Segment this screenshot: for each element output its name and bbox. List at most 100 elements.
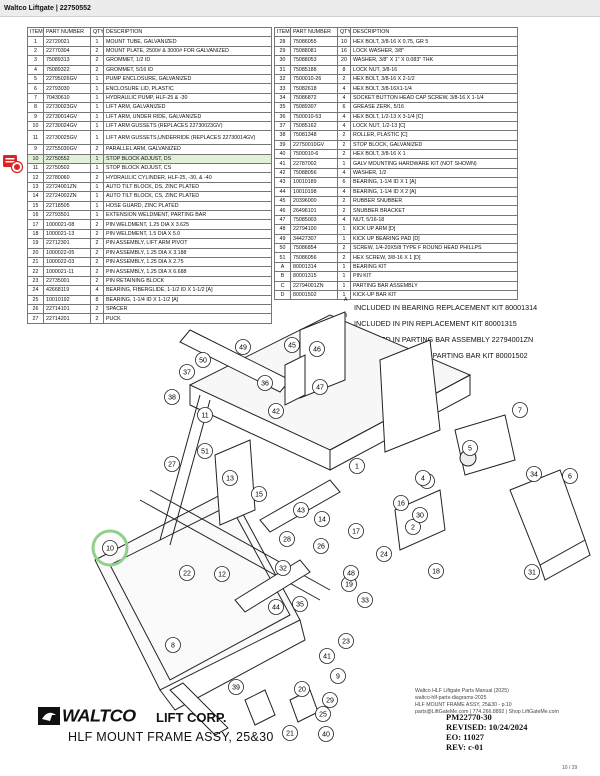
- note-text: INCLUDED IN KICK UP PARTING BAR KIT 8000…: [354, 351, 528, 360]
- callout-number: 28: [283, 537, 291, 544]
- cell-desc: LIFT ARM GUSSETS (REPLACES 22730023GV): [103, 120, 272, 132]
- callout-number: 41: [323, 654, 331, 661]
- callout-number: 49: [239, 345, 247, 352]
- callout-balloon: 8: [165, 637, 181, 653]
- note-key: B: [344, 313, 348, 319]
- callout-number: 5: [468, 446, 472, 453]
- callout-number: 6: [568, 474, 572, 481]
- callout-number: 22: [183, 571, 191, 578]
- callout-balloon: 49: [235, 339, 251, 355]
- note-text: INCLUDED IN PIN REPLACEMENT KIT 80001315: [354, 319, 517, 328]
- callout-number: 51: [201, 449, 209, 456]
- callout-balloon: 50: [195, 352, 211, 368]
- callout-number: 8: [171, 643, 175, 650]
- callout-balloon: 14: [314, 511, 330, 527]
- callout-number: 29: [326, 698, 334, 705]
- callout-number: 10: [106, 546, 114, 553]
- callout-balloon: 31: [524, 564, 540, 580]
- callout-balloon: 7: [512, 402, 528, 418]
- callout-number: 46: [313, 347, 321, 354]
- callout-number: 34: [530, 472, 538, 479]
- callout-number: 7: [518, 408, 522, 415]
- callout-number: 36: [261, 381, 269, 388]
- callout-number: 2: [411, 525, 415, 532]
- callout-balloon: 20: [294, 681, 310, 697]
- cell-desc: PUCK: [103, 313, 272, 324]
- callout-number: 45: [288, 343, 296, 350]
- callout-number: 14: [318, 517, 326, 524]
- callout-balloon: 30: [412, 507, 428, 523]
- callout-number: 16: [397, 501, 405, 508]
- assembly-title: HLF MOUNT FRAME ASSY, 25&30: [68, 730, 274, 744]
- callout-number: 9: [336, 674, 340, 681]
- callout-balloon: 28: [279, 531, 295, 547]
- callout-balloon: 47: [312, 379, 328, 395]
- callout-number: 20: [298, 687, 306, 694]
- callout-number: 31: [528, 570, 536, 577]
- footer-contact[interactable]: parts@LiftGateMe.com | 774.266.8892 | Sh…: [415, 709, 559, 715]
- callout-number: 12: [218, 572, 226, 579]
- rev-code: REV: c-01: [446, 742, 484, 752]
- page-header: Waltco Liftgate | 22750552: [0, 0, 600, 17]
- red-parts-icon: [3, 155, 24, 174]
- callout-balloon: 42: [268, 403, 284, 419]
- callout-balloon: 5: [462, 440, 478, 456]
- callout-balloon: 21: [282, 725, 298, 741]
- callout-number: 43: [297, 508, 305, 515]
- note-text: INCLUDED IN BEARING REPLACEMENT KIT 8000…: [354, 303, 538, 312]
- callout-balloon: 37: [179, 364, 195, 380]
- callout-number: 44: [272, 605, 280, 612]
- callout-number: 40: [322, 732, 330, 739]
- callout-number: 25: [319, 712, 327, 719]
- doc-revision-info: PM22770-30 REVISED: 10/24/2024 EO: 11027…: [446, 712, 527, 752]
- callout-number: 33: [361, 598, 369, 605]
- callout-balloon: 24: [376, 546, 392, 562]
- callout-number: 47: [316, 385, 324, 392]
- callout-balloon: 16: [393, 495, 409, 511]
- footer-line: HLF MOUNT FRAME ASSY, 25&30 - p.10: [415, 702, 512, 708]
- callout-number: 50: [199, 358, 207, 365]
- callout-number: 32: [279, 566, 287, 573]
- callout-balloon: 43: [293, 502, 309, 518]
- callout-balloon: 32: [275, 560, 291, 576]
- callout-number: 39: [232, 685, 240, 692]
- callout-number: 35: [296, 602, 304, 609]
- callout-number: 17: [352, 529, 360, 536]
- callout-labels: 1234567891011121314151617181920212223242…: [91, 337, 578, 742]
- callout-number: 18: [432, 569, 440, 576]
- callout-number: 15: [255, 492, 263, 499]
- callout-balloon: 15: [251, 486, 267, 502]
- callout-balloon: 33: [357, 592, 373, 608]
- callout-balloon: 46: [309, 341, 325, 357]
- callout-number: 23: [342, 639, 350, 646]
- callout-number: 37: [183, 370, 191, 377]
- callout-number: 19: [345, 582, 353, 589]
- callout-balloon: 34: [526, 466, 542, 482]
- callout-balloon: 25: [315, 706, 331, 722]
- footer-info: Waltco HLF Liftgate Parts Manual (2025) …: [415, 688, 559, 716]
- note-text: INCLUDED IN PARTING BAR ASSEMBLY 2279400…: [354, 335, 534, 344]
- callout-10-highlighted: 10: [91, 529, 129, 567]
- note-key: A: [344, 297, 348, 303]
- callout-balloon: 13: [222, 470, 238, 486]
- callout-balloon: 39: [228, 679, 244, 695]
- callout-number: 27: [168, 462, 176, 469]
- callout-number: 13: [226, 476, 234, 483]
- callout-balloon: 27: [164, 456, 180, 472]
- pm-number: PM22770-30: [446, 712, 492, 722]
- callout-balloon: 4: [415, 470, 431, 486]
- callout-number: 26: [317, 544, 325, 551]
- callout-number: 24: [380, 552, 388, 559]
- callout-balloon: 44: [268, 599, 284, 615]
- revised-date: REVISED: 10/24/2024: [446, 722, 528, 732]
- callout-balloon: 41: [319, 648, 335, 664]
- waltco-logo-icon: [38, 707, 60, 725]
